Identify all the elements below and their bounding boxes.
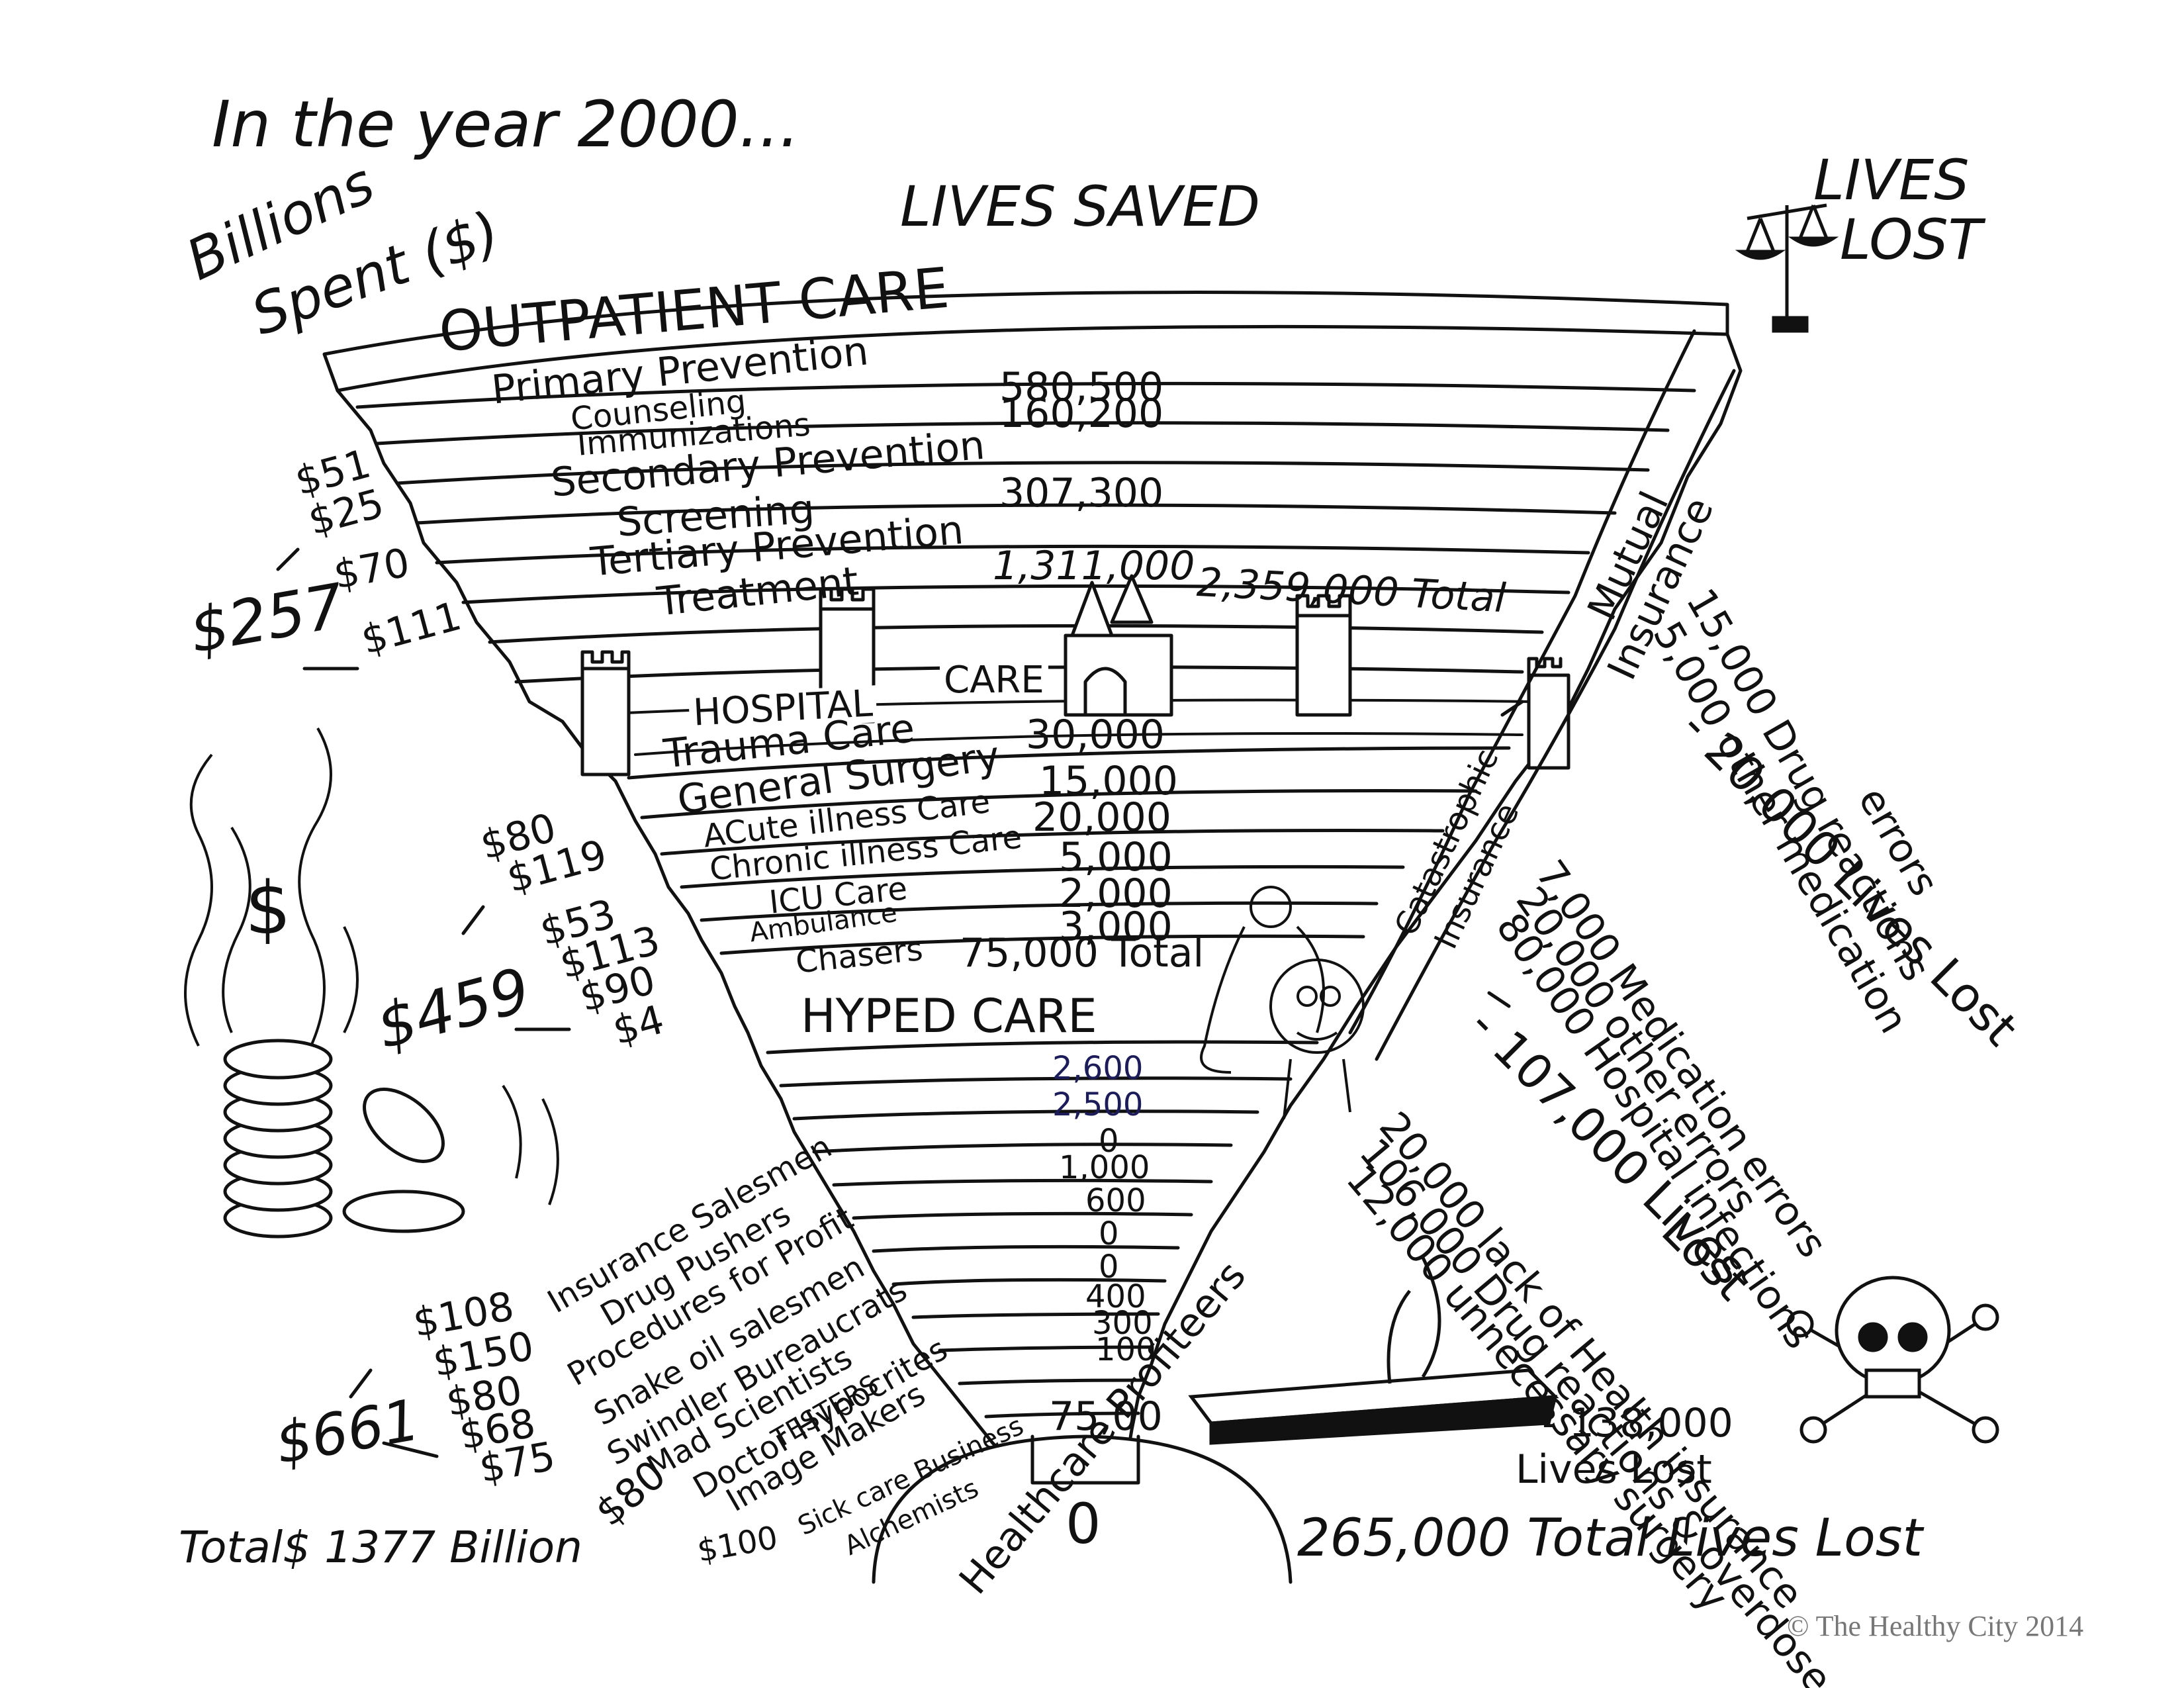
hyped-value-9: 300 [1092,1305,1153,1342]
trauma-care-value: 30,000 [1026,712,1165,758]
skull-crossbones-icon [1786,1276,1999,1444]
hyped-value-4: 1,000 [1059,1149,1150,1186]
ambulance-value: 3,000 [1059,904,1173,950]
icu-care-value: 2,000 [1059,870,1173,917]
loss-total-138000-lost: Lives Lost [1516,1446,1712,1493]
primary-prevention-value: 580,500 [999,364,1164,410]
screening-value: 307,300 [999,470,1164,516]
hyped-value-1: 2,600 [1052,1050,1144,1087]
funnel-top-band [322,291,1729,393]
spend-75: $75 [476,1433,559,1493]
profiteers-dome [872,1434,1293,1584]
total-lives-lost: 265,000 Total Lives Lost [1297,1509,1923,1568]
immunizations-value: 160,200 [999,391,1164,437]
lives-saved-heading: LIVES SAVED [900,174,1260,239]
care-title: CARE [940,662,1048,699]
hyped-value-10: 100 [1095,1331,1156,1368]
acute-illness-value: 20,000 [1032,794,1171,841]
hyped-value-8: 400 [1085,1278,1146,1315]
spend-4: $4 [608,996,669,1055]
hospital-total: 75,000 Total [960,930,1205,976]
year-note: In the year 2000... [212,87,800,162]
chronic-illness-value: 5,000 [1059,834,1173,880]
hyped-value-6: 0 [1099,1215,1119,1252]
credit: © The Healthy City 2014 [1787,1610,2084,1642]
lives-lost-heading-1: LIVES [1813,148,1970,212]
dollar-sign-glyph: $ [245,866,291,951]
hyped-value-7: 0 [1099,1248,1119,1286]
coin-stack-icon [223,1039,465,1239]
treatment-value: 1,311,000 [993,543,1195,589]
loss-total-138000: - 138,000 [1542,1400,1733,1446]
scales-of-justice-icon [1735,203,1839,333]
demon-figure-icon [1200,886,1365,1119]
burning-book-icon [1188,1256,1559,1445]
spend-70: $70 [330,539,414,599]
dollar-smoke-icon [184,727,559,1205]
profiteers-value: 0 [1066,1491,1101,1556]
total-spent: Total$ 1377 Billion [179,1522,582,1573]
lives-lost-heading-2: LOST [1840,207,1982,272]
funnel-right-edge [1123,332,1743,1498]
hyped-value-11: 75,00 [1049,1393,1163,1440]
hyped-value-2: 2,500 [1052,1086,1144,1123]
general-surgery-value: 15,000 [1039,758,1178,804]
hyped-value-5: 600 [1085,1182,1146,1219]
hyped-care-title: HYPED CARE [801,989,1097,1043]
hyped-value-3: 0 [1099,1123,1119,1160]
